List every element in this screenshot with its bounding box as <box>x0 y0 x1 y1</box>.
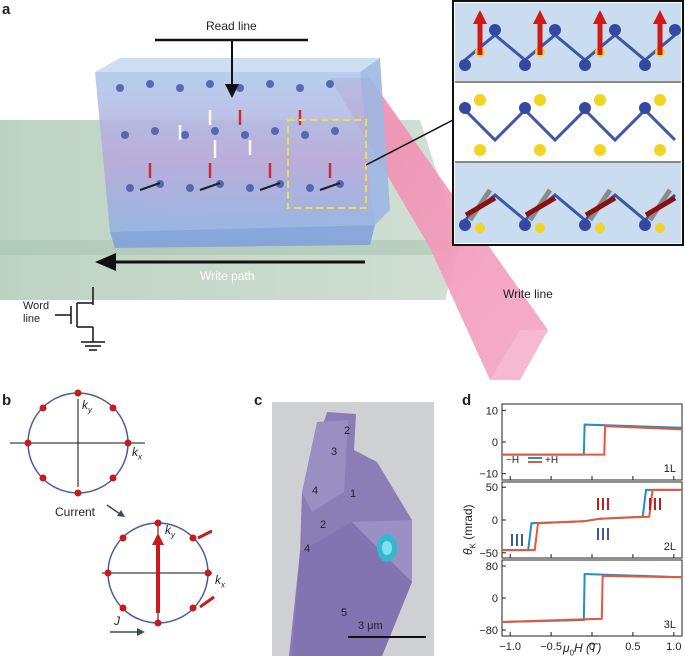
y-tick-label: 0 <box>492 593 498 605</box>
inset-lattice <box>463 33 677 222</box>
transistor-symbol <box>55 287 105 351</box>
kx-label-2: kx <box>215 573 225 589</box>
legend-neg: −H <box>506 455 519 466</box>
layer-number: 3 <box>331 446 338 458</box>
word-line-label-1: Word <box>23 300 50 312</box>
panel-label-c: c <box>254 392 263 409</box>
kx-letter-2: k <box>215 573 221 587</box>
scale-bar <box>348 636 426 638</box>
kx-label-1: kx <box>132 445 142 461</box>
y-tick-label: 0 <box>492 515 498 527</box>
word-line-label: Word line <box>23 300 49 326</box>
x-tick-label: −0.5 <box>540 641 562 653</box>
panel-label-a: a <box>2 1 11 18</box>
atom-lattice <box>116 80 344 192</box>
panel-label-b: b <box>2 392 12 409</box>
ylabel-theta: θ <box>461 548 475 555</box>
ky-sub-2: y <box>171 530 175 540</box>
y-tick-label: 80 <box>486 561 498 573</box>
chart-frame <box>501 559 683 637</box>
crystal-stack-body <box>95 72 375 232</box>
j-label: J <box>114 614 120 628</box>
scale-bar-label: 3 μm <box>358 620 383 632</box>
x-tick-label: −1.0 <box>499 641 521 653</box>
layer-number: 5 <box>341 607 348 619</box>
xlabel-rest: H (T) <box>574 641 602 655</box>
read-line-label: Read line <box>206 19 257 33</box>
kx-sub-2: x <box>221 580 225 590</box>
write-path-label: Write path <box>200 269 255 283</box>
write-line-label: Write line <box>503 287 553 301</box>
ky-label-2: ky <box>165 523 175 539</box>
word-line-label-2: line <box>23 313 41 325</box>
optical-image: 2 3 4 1 2 4 5 3 μm <box>272 402 434 656</box>
panel-d-kerr-charts: −10 0 10 1L −50 0 50 2L −80 0 80 3L −1.0 −0.5 0 0.5 1.0 −… <box>479 403 683 653</box>
layer-number: 4 <box>312 485 319 497</box>
x-tick-label: 0 <box>589 641 595 653</box>
spin-arrows <box>477 22 663 55</box>
current-label: Current <box>55 505 96 519</box>
kx-letter-1: k <box>132 445 138 459</box>
ylabel-sub: K <box>468 543 478 549</box>
y-tick-label: 0 <box>492 437 498 449</box>
chart-frame <box>501 403 683 481</box>
panel-b-fermi-circles <box>10 389 215 636</box>
layer-number: 1 <box>350 488 357 500</box>
panel-a-illustration <box>0 0 684 380</box>
ky-sub-1: y <box>88 405 92 415</box>
chart-title: 3L <box>664 619 676 631</box>
y-tick-label: −50 <box>479 548 498 560</box>
layer-number: 2 <box>320 519 327 531</box>
chart-d-ylabel: θK (mrad) <box>461 504 477 555</box>
chart-d-xlabel: μ0H (T) <box>563 641 601 657</box>
panel-label-d: d <box>462 392 472 409</box>
series-line <box>502 425 683 456</box>
xlabel-mu: μ <box>563 641 570 655</box>
layer-number: 4 <box>304 543 311 555</box>
y-tick-label: −10 <box>479 469 498 481</box>
optical-image-flakes <box>289 412 412 656</box>
ky-letter-2: k <box>165 523 171 537</box>
xlabel-sub: 0 <box>569 648 575 658</box>
ky-label-1: ky <box>82 398 92 414</box>
layer-number: 2 <box>344 425 351 437</box>
zoom-selection-box <box>287 119 367 209</box>
y-tick-label: 50 <box>486 482 498 494</box>
y-tick-label: 10 <box>486 405 498 417</box>
chart-title: 2L <box>664 541 676 553</box>
ky-letter-1: k <box>82 398 88 412</box>
x-tick-label: 1.0 <box>666 641 681 653</box>
series-line <box>501 574 683 623</box>
kx-sub-1: x <box>138 452 142 462</box>
y-tick-label: −80 <box>479 625 498 637</box>
series-line <box>502 488 682 552</box>
x-tick-label: 0.5 <box>625 641 640 653</box>
legend-pos: +H <box>545 455 558 466</box>
ylabel-unit: (mrad) <box>461 504 475 540</box>
chart-title: 1L <box>664 463 676 475</box>
